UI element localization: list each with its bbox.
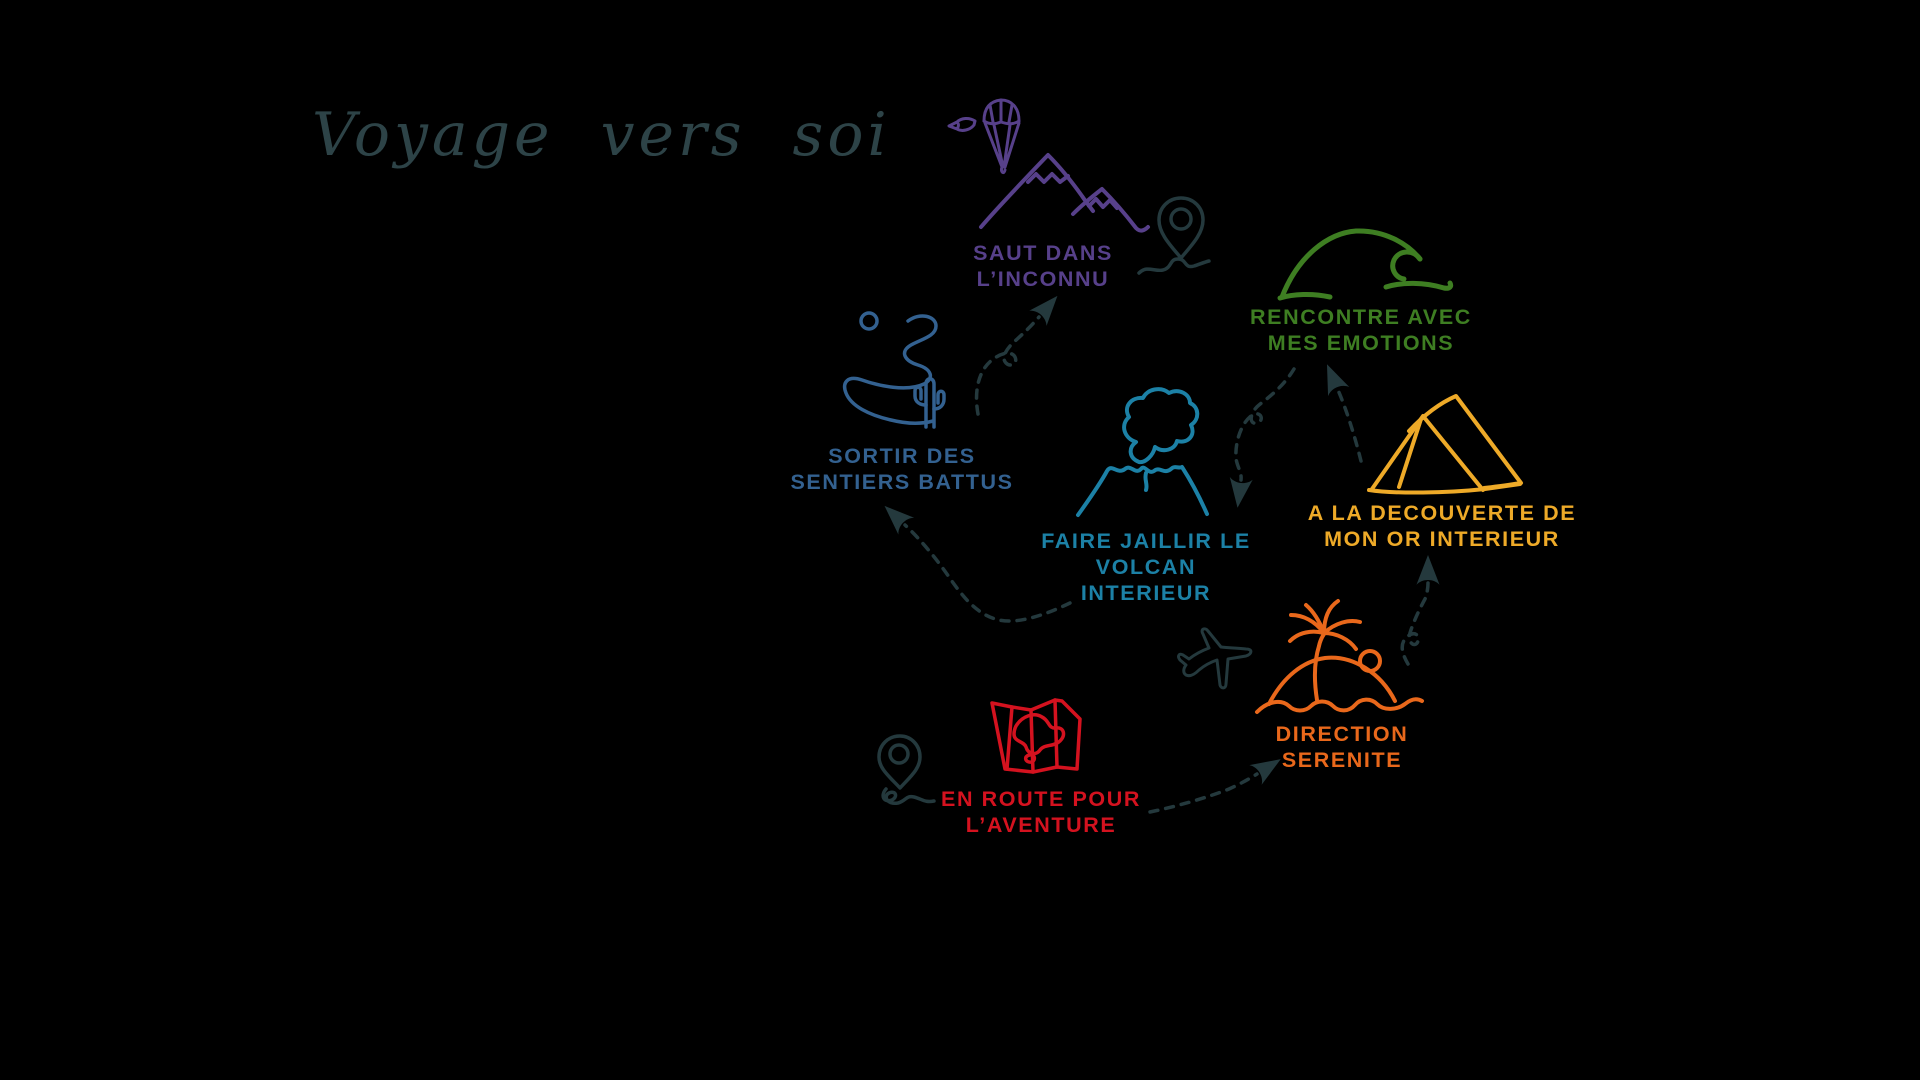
pyramids-icon — [1367, 394, 1523, 495]
arrow-emotions-to-volcano — [1229, 367, 1296, 508]
page-title: Voyage vers soi — [312, 100, 891, 170]
label-line: RENCONTRE AVEC — [1250, 305, 1472, 329]
mountains-icon — [979, 153, 1150, 233]
label-line: L’AVENTURE — [965, 813, 1117, 837]
label-line: SAUT DANS — [973, 241, 1113, 265]
label-a-la-decouverte-de-mon-or-interieur: A LA DECOUVERTE DE MON OR INTERIEUR — [1308, 500, 1577, 552]
label-en-route-pour-laventure: EN ROUTE POUR L’AVENTURE — [941, 786, 1141, 838]
label-direction-serenite: DIRECTION SERENITE — [1276, 721, 1409, 773]
label-line: SERENITE — [1281, 748, 1403, 772]
label-line: A LA DECOUVERTE DE — [1307, 501, 1577, 525]
label-line: DIRECTION — [1275, 722, 1409, 746]
label-line: MES EMOTIONS — [1267, 331, 1455, 355]
arrow-serenite-to-pyramids — [1400, 555, 1440, 666]
route-arrows — [884, 295, 1440, 814]
palm-island-icon — [1255, 599, 1424, 714]
wave-icon — [1277, 228, 1454, 301]
arrow-sentiers-to-saut — [974, 295, 1058, 416]
desert-path-cactus-icon — [842, 311, 946, 429]
label-line: EN ROUTE POUR — [941, 787, 1141, 811]
volcano-icon — [1076, 387, 1209, 517]
parachute-icon — [982, 98, 1021, 175]
airplane-icon — [1177, 627, 1253, 690]
label-line: SENTIERS BATTUS — [790, 470, 1014, 494]
label-line: INTERIEUR — [1080, 581, 1212, 605]
folded-map-icon — [990, 698, 1082, 774]
label-line: L’INCONNU — [976, 267, 1110, 291]
label-faire-jaillir-le-volcan-interieur: FAIRE JAILLIR LE VOLCAN INTERIEUR — [1041, 528, 1251, 606]
label-line: SORTIR DES — [828, 444, 976, 468]
tiny-glider-icon — [947, 117, 977, 132]
location-pin-mountains-icon — [1137, 196, 1211, 275]
label-saut-dans-linconnu: SAUT DANS L’INCONNU — [973, 240, 1113, 292]
arrow-volcano-to-sentiers — [884, 505, 1072, 623]
label-line: MON OR INTERIEUR — [1324, 527, 1560, 551]
label-rencontre-avec-mes-emotions: RENCONTRE AVEC MES EMOTIONS — [1250, 304, 1472, 356]
arrow-pyramids-to-emotions — [1326, 364, 1363, 463]
label-sortir-des-sentiers-battus: SORTIR DES SENTIERS BATTUS — [790, 443, 1013, 495]
label-line: VOLCAN — [1095, 555, 1197, 579]
label-line: FAIRE JAILLIR LE — [1041, 529, 1251, 553]
location-pin-map-icon — [877, 734, 936, 806]
arrow-aventure-to-serenite — [1148, 759, 1281, 814]
